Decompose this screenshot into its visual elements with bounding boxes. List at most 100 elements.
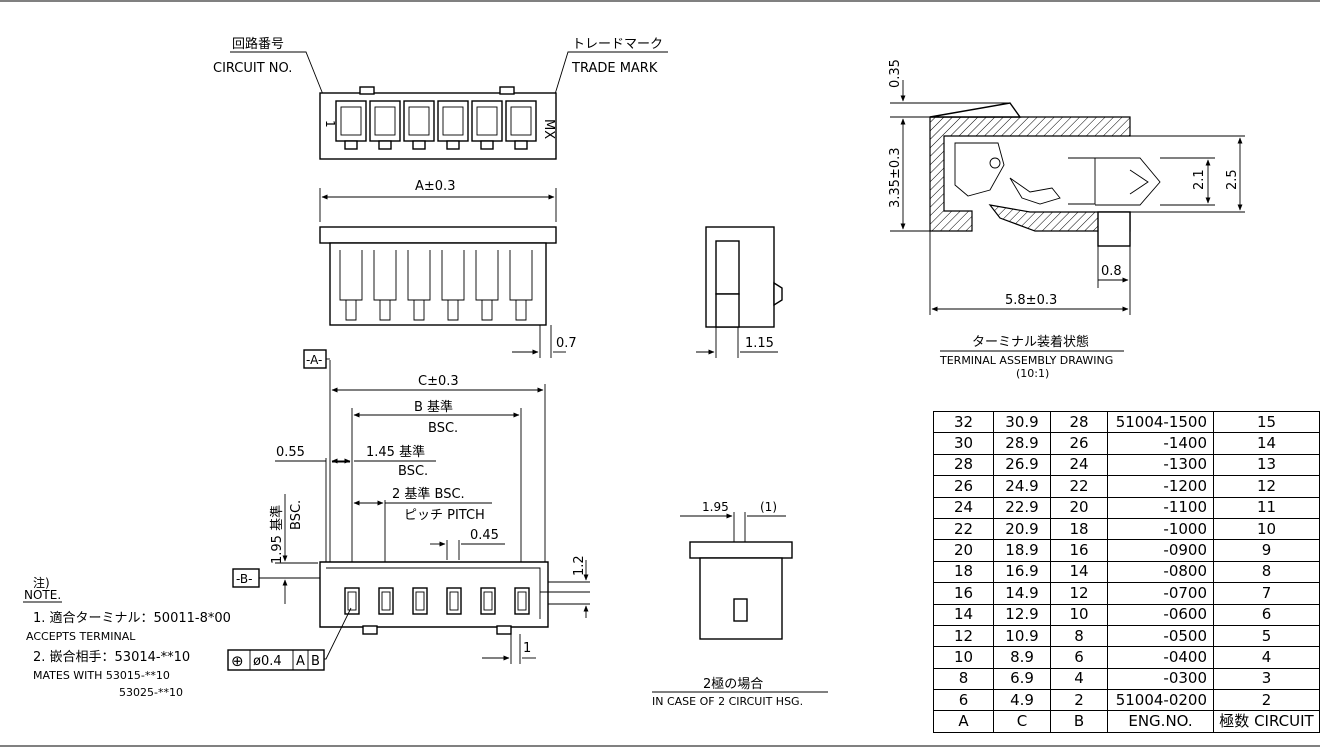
pin-hole-inner: [483, 591, 493, 611]
table-header-cell: B: [1050, 710, 1108, 733]
dim-1-two: (1): [760, 500, 777, 514]
dim-145-bsc: BSC.: [398, 464, 428, 479]
table-cell: 13: [1213, 453, 1320, 477]
table-cell: 14: [1050, 560, 1108, 584]
dim-b-basis: B 基準: [414, 399, 453, 415]
mx-logo: MX: [541, 119, 556, 139]
table-cell: -0700: [1107, 582, 1214, 605]
table-cell: 20.9: [993, 517, 1051, 541]
dim-58: 5.8±0.3: [1005, 293, 1057, 308]
table-cell: 24.9: [993, 475, 1051, 498]
tolerance-symbol: ⊕: [231, 652, 244, 670]
cavity-inner: [340, 106, 362, 136]
table-cell: 4: [1213, 646, 1320, 669]
table-cell: 28: [1050, 410, 1108, 434]
table-cell: -0500: [1107, 624, 1214, 648]
dim-25: 2.5: [1225, 169, 1240, 190]
two-circuit-caption-jp: 2極の場合: [703, 676, 763, 692]
table-cell: 9: [1213, 539, 1320, 562]
dim-195-two: 1.95: [702, 500, 729, 514]
cavity-inner: [510, 106, 532, 136]
note-title-jp: 注): [33, 575, 50, 590]
terminal-slot: [407, 250, 431, 301]
pin-hole: [446, 587, 462, 615]
pin1-mark: 1: [323, 120, 337, 128]
top-view: 回路番号 CIRCUIT NO. トレードマーク TRADE MARK 1 MX: [213, 36, 668, 160]
table-cell: 20: [1050, 496, 1108, 519]
dim-055: 0.55: [276, 445, 305, 460]
cavity-latch: [446, 140, 460, 150]
table-cell: 10: [1213, 517, 1320, 541]
table-cell: 6: [933, 689, 994, 712]
two-circuit-case: 1.95 (1) 2極の場合 IN CASE OF 2 CIRCUIT HSG.: [652, 500, 828, 708]
table-cell: 8.9: [993, 646, 1051, 669]
table-cell: 51004-0200: [1107, 689, 1214, 712]
cavity-latch: [344, 140, 358, 150]
dim-145-basis: 1.45 基準: [366, 444, 425, 460]
dim-1: 1: [523, 641, 531, 656]
terminal-tail: [413, 300, 425, 321]
table-cell: 16: [1050, 539, 1108, 562]
circuit-no-en: CIRCUIT NO.: [213, 61, 292, 76]
dim-2-basis: 2 基準 BSC.: [392, 486, 465, 502]
table-cell: 10: [1050, 603, 1108, 626]
table-cell: 12: [1213, 475, 1320, 498]
trade-mark-en: TRADE MARK: [571, 61, 658, 76]
table-cell: 3: [1213, 667, 1320, 691]
assembly-caption-en: TERMINAL ASSEMBLY DRAWING: [939, 354, 1113, 367]
note-line1-jp: 1. 適合ターミナル：50011-8*00: [33, 610, 231, 626]
table-cell: 14: [1213, 432, 1320, 455]
cavity-inner: [476, 106, 498, 136]
table-cell: 32: [933, 410, 994, 434]
pitch: ピッチ PITCH: [404, 508, 485, 523]
table-cell: 4: [1050, 667, 1108, 691]
table-cell: 14: [933, 603, 994, 626]
table-cell: 18.9: [993, 539, 1051, 562]
table-cell: -0900: [1107, 539, 1214, 562]
pin-hole: [412, 587, 428, 615]
table-cell: -1100: [1107, 496, 1214, 519]
table-cell: 24: [933, 496, 994, 519]
cavity-latch: [378, 140, 392, 150]
table-cell: -1000: [1107, 517, 1214, 541]
table-cell: 7: [1213, 582, 1320, 605]
pin-hole-inner: [347, 591, 357, 611]
table-header-cell: A: [933, 710, 994, 733]
bottom-view: -A- C±0.3 B 基準 BSC. 0.55 1.45 基準 BSC. 2 …: [227, 349, 590, 671]
cavity-inner: [442, 106, 464, 136]
pin-hole-inner: [449, 591, 459, 611]
note-line2-en: MATES WITH 53015-**10: [33, 669, 170, 682]
table-header-cell: ENG.NO.: [1107, 710, 1214, 733]
table-cell: 2: [1213, 689, 1320, 712]
pin-hole-inner: [381, 591, 391, 611]
table-cell: 26: [1050, 432, 1108, 455]
table-cell: 6.9: [993, 667, 1051, 691]
terminal-slot: [475, 250, 499, 301]
table-cell: 4.9: [993, 689, 1051, 712]
note-line2-jp: 2. 嵌合相手：53014-**10: [33, 650, 190, 665]
circuit-no-jp: 回路番号: [232, 36, 284, 52]
table-cell: 28.9: [993, 432, 1051, 455]
dim-195-vert: 1.95 基準: [269, 505, 285, 564]
tolerance-value: ø0.4: [253, 654, 282, 669]
table-cell: 10: [933, 646, 994, 669]
table-cell: 18: [1050, 517, 1108, 541]
table-cell: -1400: [1107, 432, 1214, 455]
terminal-slot: [509, 250, 533, 301]
cavity-latch: [480, 140, 494, 150]
table-cell: 26: [933, 475, 994, 498]
terminal-tail: [447, 300, 459, 321]
datum-b: -B-: [236, 572, 252, 586]
